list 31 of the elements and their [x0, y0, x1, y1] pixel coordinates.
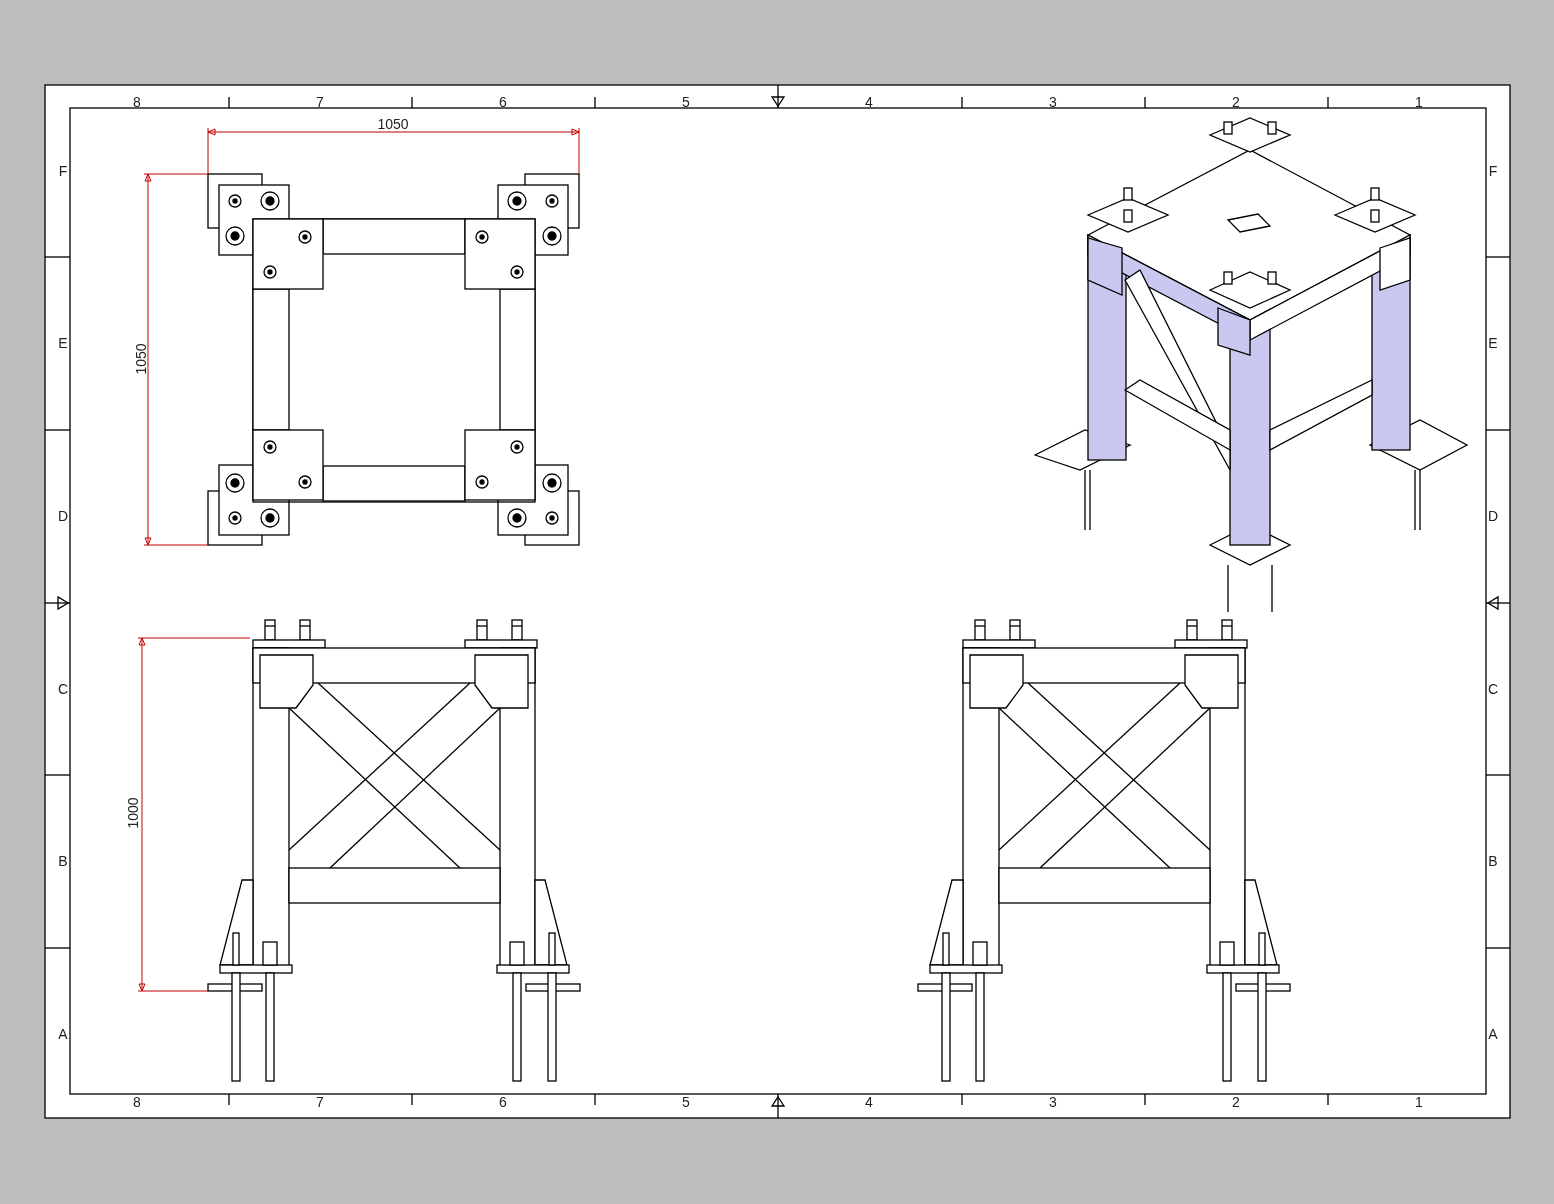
zone-number: 6 [499, 94, 507, 110]
zone-letter: E [1488, 335, 1498, 351]
zone-number: 5 [682, 1094, 690, 1110]
zone-letter: F [58, 163, 68, 179]
zone-letter: D [57, 508, 69, 524]
zone-letter: F [1488, 163, 1498, 179]
zone-number: 8 [133, 1094, 141, 1110]
zone-letter: A [1488, 1026, 1498, 1042]
zone-letter: D [1487, 508, 1499, 524]
zone-number: 5 [682, 94, 690, 110]
dimension-value: 1050 [133, 343, 149, 375]
zone-number: 3 [1049, 94, 1057, 110]
zone-letter: E [58, 335, 68, 351]
zone-number: 7 [316, 94, 324, 110]
zone-letter: B [1488, 853, 1498, 869]
zone-number: 3 [1049, 1094, 1057, 1110]
zone-letter: A [58, 1026, 68, 1042]
zone-letter: B [58, 853, 68, 869]
dimension-value: 1050 [377, 116, 409, 132]
zone-number: 4 [865, 1094, 873, 1110]
zone-letter: C [57, 681, 69, 697]
zone-letter: C [1487, 681, 1499, 697]
zone-number: 8 [133, 94, 141, 110]
zone-number: 2 [1232, 1094, 1240, 1110]
zone-number: 4 [865, 94, 873, 110]
dimension-value: 1000 [125, 797, 141, 829]
zone-number: 7 [316, 1094, 324, 1110]
zone-number: 6 [499, 1094, 507, 1110]
zone-number: 1 [1415, 94, 1423, 110]
zone-number: 1 [1415, 1094, 1423, 1110]
zone-number: 2 [1232, 94, 1240, 110]
